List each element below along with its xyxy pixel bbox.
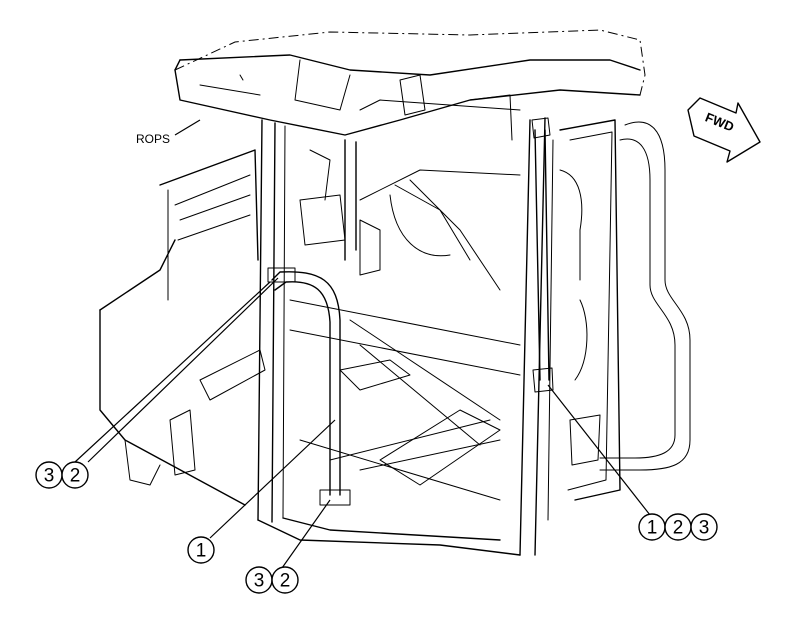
callout-number: 2: [70, 466, 81, 487]
rops-leader: [174, 119, 201, 136]
cab-frame: [99, 74, 621, 556]
callout-circle: [187, 536, 215, 564]
callout-circle: [690, 513, 718, 541]
forward-arrow: FWD: [687, 97, 761, 163]
rops-label: ROPS: [136, 132, 170, 146]
right-guard-outline: [599, 121, 691, 471]
callout-number: 3: [44, 466, 55, 487]
callout-number: 3: [699, 518, 710, 539]
callout-middle: 1: [187, 536, 215, 564]
leader-lines: [74, 277, 651, 569]
callout-number: 1: [196, 541, 207, 562]
callout-number: 1: [647, 518, 658, 539]
callout-lower: 3 2: [245, 566, 299, 594]
callout-number: 2: [280, 571, 291, 592]
handrails: [267, 117, 554, 506]
callout-number: 3: [254, 571, 265, 592]
callout-upper-left: 3 2: [35, 461, 89, 489]
callout-circle: [271, 566, 299, 594]
fwd-label: FWD: [703, 110, 736, 135]
callout-circle: [61, 461, 89, 489]
callout-number: 2: [673, 518, 684, 539]
callout-right: 1 2 3: [638, 513, 718, 541]
rops-canopy: [174, 29, 646, 136]
